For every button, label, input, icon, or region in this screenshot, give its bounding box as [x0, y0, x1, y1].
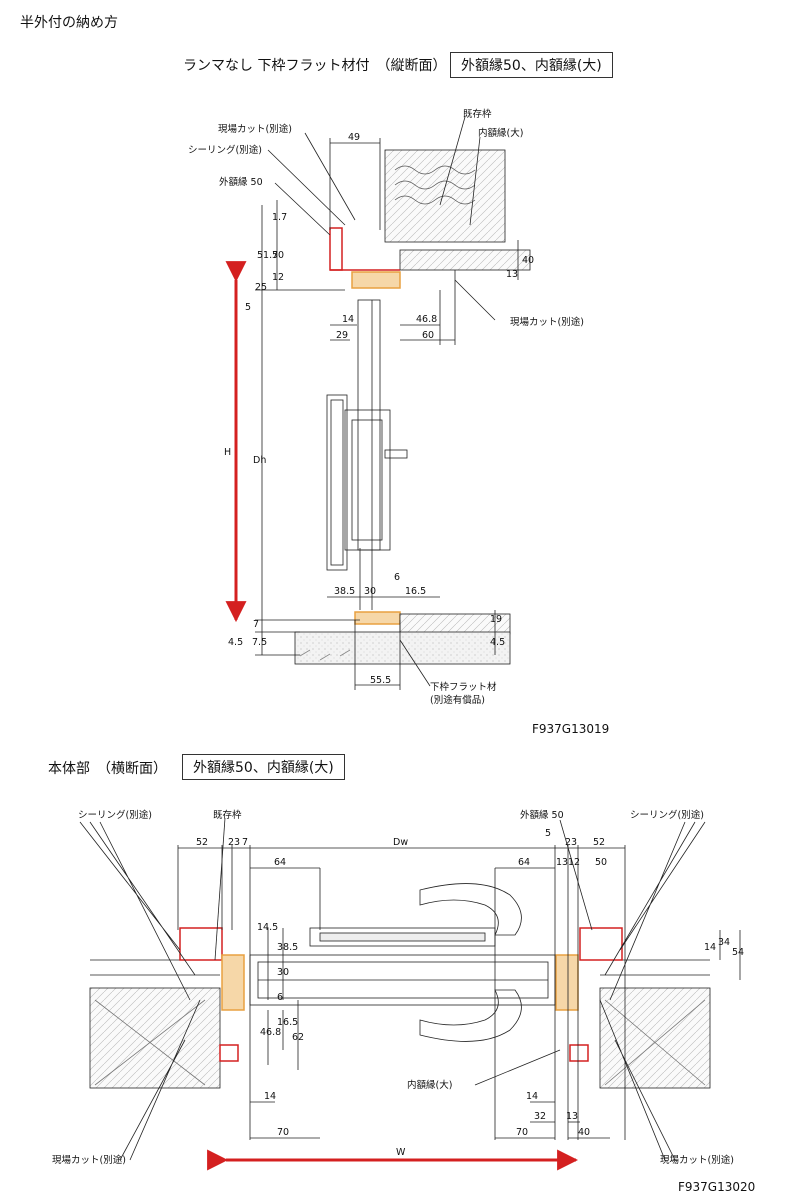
- lever-handle: [419, 883, 522, 936]
- label-H: H: [224, 447, 231, 458]
- dim-v16-5: 16.5: [277, 1017, 298, 1028]
- left-jamb-frame: [221, 954, 245, 1011]
- window-head-frame: [351, 271, 401, 289]
- horizontal-section-drawing: [79, 817, 741, 1161]
- dim-5: 5: [245, 302, 251, 313]
- dim-1-7: 1.7: [272, 212, 287, 223]
- dim-4-5b: 4.5: [490, 637, 505, 648]
- left-exterior-casing: [179, 927, 223, 961]
- dim-v30: 30: [277, 967, 289, 978]
- horizontal-drawing-code: F937G13020: [678, 1180, 756, 1194]
- handle: [384, 449, 408, 459]
- dim-38-5: 38.5: [334, 586, 355, 597]
- horizontal-section-title: 本体部 （横断面）: [48, 761, 167, 777]
- dim-7: 7: [253, 619, 259, 630]
- dim-b13: 13: [566, 1111, 578, 1122]
- label-Dw: Dw: [393, 837, 408, 848]
- floor-concrete: [294, 631, 511, 665]
- dim-4-5a: 4.5: [228, 637, 243, 648]
- dim-14: 14: [342, 314, 354, 325]
- dim-16-5: 16.5: [405, 586, 426, 597]
- right-jamb-frame: [555, 954, 579, 1011]
- horizontal-section-spec: 外額縁50、内額縁(大): [182, 754, 345, 780]
- dim-b70l: 70: [277, 1127, 289, 1138]
- dim-v62: 62: [292, 1032, 304, 1043]
- vertical-section-spec: 外額縁50、内額縁(大): [450, 52, 613, 78]
- dim-29: 29: [336, 330, 348, 341]
- dim-v14-5: 14.5: [257, 922, 278, 933]
- label-genba-cut-right: 現場カット(別途): [510, 316, 584, 328]
- label-Dh: Dh: [253, 455, 266, 466]
- dim-v46-8: 46.8: [260, 1027, 281, 1038]
- dim-r34: 34: [718, 937, 730, 948]
- label-shitawaku-flat: 下枠フラット材: [430, 681, 497, 693]
- dim-v6: 6: [277, 992, 283, 1003]
- dim-6: 6: [394, 572, 400, 583]
- right-wall: [599, 987, 711, 1089]
- dim-r52: 52: [593, 837, 605, 848]
- sash-outer: [326, 394, 348, 571]
- dim-51-7: 51.7: [257, 250, 278, 261]
- label-sotogakubuchi-v: 外額縁 50: [219, 176, 263, 188]
- dim-l23: 23: [228, 837, 240, 848]
- dim-13: 13: [506, 269, 518, 280]
- label-sealing-v: シーリング(別途): [188, 144, 262, 156]
- label-sealing-right: シーリング(別途): [630, 809, 704, 821]
- dim-b14l: 14: [264, 1091, 276, 1102]
- vertical-section-title: ランマなし 下枠フラット材付 （縦断面）: [183, 58, 447, 74]
- dim-b32: 32: [534, 1111, 546, 1122]
- dim-19: 19: [490, 614, 502, 625]
- label-genba-cut-left: 現場カット(別途): [52, 1154, 126, 1166]
- label-uchigakubuchi-v: 内額縁(大): [478, 127, 523, 139]
- label-genba-cut-top: 現場カット(別途): [218, 123, 292, 135]
- dim-55-5: 55.5: [370, 675, 391, 686]
- dim-60: 60: [422, 330, 434, 341]
- dim-25: 25: [255, 282, 267, 293]
- dim-30: 30: [364, 586, 376, 597]
- dim-r12: 12: [568, 857, 580, 868]
- dim-12: 12: [272, 272, 284, 283]
- label-shitawaku-flat-note: (別途有償品): [430, 694, 485, 706]
- dim-b40: 40: [578, 1127, 590, 1138]
- page-title: 半外付の納め方: [20, 15, 118, 31]
- label-uchigakubuchi-h: 内額縁(大): [407, 1079, 452, 1091]
- label-sotogakubuchi-h: 外額縁 50: [520, 809, 564, 821]
- dim-r23: 23: [565, 837, 577, 848]
- dim-r14v: 14: [704, 942, 716, 953]
- dim-r13: 13: [556, 857, 568, 868]
- label-W: W: [396, 1147, 406, 1158]
- dim-46-8: 46.8: [416, 314, 437, 325]
- exterior-casing-top: [329, 227, 343, 271]
- label-genba-cut-right-h: 現場カット(別途): [660, 1154, 734, 1166]
- dim-7-5: 7.5: [252, 637, 267, 648]
- label-kisonwaku-v: 既存枠: [463, 108, 492, 120]
- dim-l7: 7: [242, 837, 248, 848]
- vertical-drawing-code: F937G13019: [532, 722, 610, 736]
- dim-v38-5: 38.5: [277, 942, 298, 953]
- dim-r5: 5: [545, 828, 551, 839]
- dim-r64: 64: [518, 857, 530, 868]
- existing-frame-top: [399, 249, 531, 271]
- label-kisonwaku-h: 既存枠: [213, 809, 242, 821]
- sill-frame: [354, 611, 401, 625]
- dim-40: 40: [522, 255, 534, 266]
- dim-l64: 64: [274, 857, 286, 868]
- vertical-section-drawing: [255, 116, 531, 690]
- dim-b14r: 14: [526, 1091, 538, 1102]
- dim-r54: 54: [732, 947, 744, 958]
- dim-r50: 50: [595, 857, 607, 868]
- dim-b70r: 70: [516, 1127, 528, 1138]
- dim-50: 50: [272, 250, 284, 261]
- dim-49: 49: [348, 132, 360, 143]
- right-exterior-casing: [579, 927, 623, 961]
- label-sealing-left: シーリング(別途): [78, 809, 152, 821]
- dim-l52: 52: [196, 837, 208, 848]
